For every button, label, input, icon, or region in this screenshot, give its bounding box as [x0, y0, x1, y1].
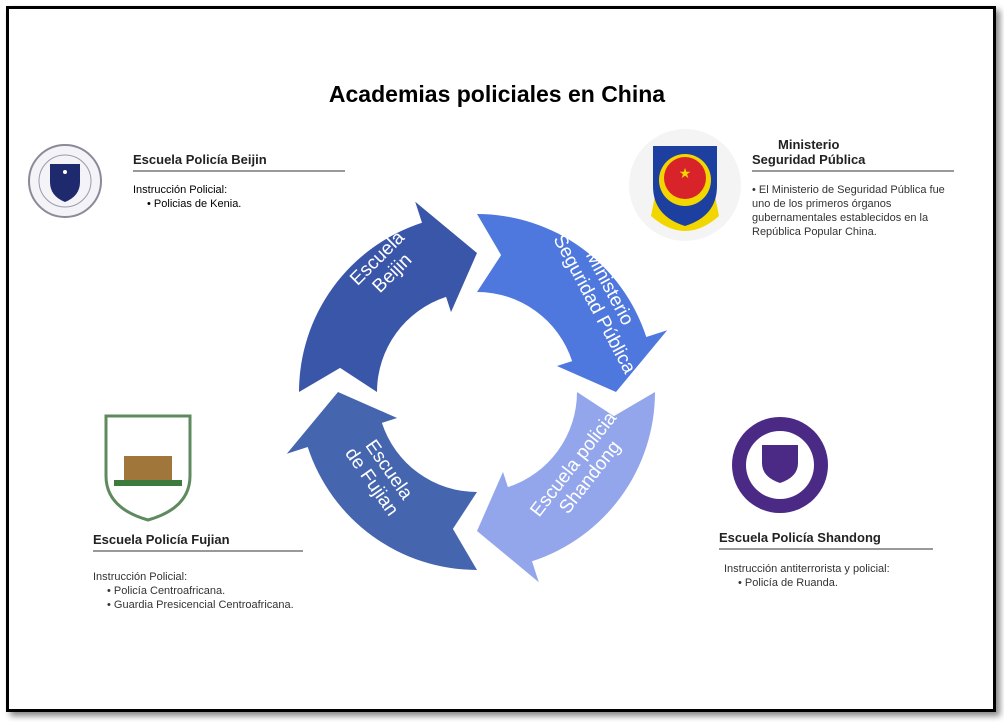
beijin-university-logo [28, 144, 102, 218]
ministry-emblem-logo: ★ [629, 129, 741, 241]
ministerio-heading: Ministerio Seguridad Pública [752, 137, 954, 172]
shandong-details: Instrucción antiterrorista y policial: P… [724, 562, 890, 590]
shandong-college-logo [732, 417, 828, 513]
list-item: El Ministerio de Seguridad Pública fue u… [752, 183, 952, 239]
svg-text:★: ★ [679, 165, 692, 181]
beijin-heading: Escuela Policía Beijin [133, 152, 345, 172]
fujian-details: Instrucción Policial: Policía Centroafri… [93, 570, 294, 612]
arrow-segment-fujian [286, 392, 477, 570]
fujian-college-logo [104, 414, 192, 522]
arrow-segment-beijin [299, 201, 477, 392]
page-title: Academias policiales en China [328, 81, 666, 107]
shandong-heading: Escuela Policía Shandong [719, 530, 933, 550]
ministerio-details: El Ministerio de Seguridad Pública fue u… [752, 183, 952, 239]
beijin-intro: Instrucción Policial: [133, 184, 228, 196]
fujian-intro: Instrucción Policial: [93, 571, 188, 583]
shandong-intro: Instrucción antiterrorista y policial: [724, 563, 890, 575]
arrow-segment-ministerio [477, 214, 668, 392]
list-item: Policía Centroafricana. [107, 584, 294, 598]
list-item: Guardia Presicencial Centroafricana. [107, 598, 294, 612]
fujian-heading: Escuela Policía Fujian [93, 532, 303, 552]
beijin-details: Instrucción Policial: Policias de Kenia. [133, 183, 241, 211]
arrow-segment-shandong [477, 392, 655, 583]
list-item: Policias de Kenia. [147, 197, 241, 211]
list-item: Policía de Ruanda. [738, 576, 890, 590]
